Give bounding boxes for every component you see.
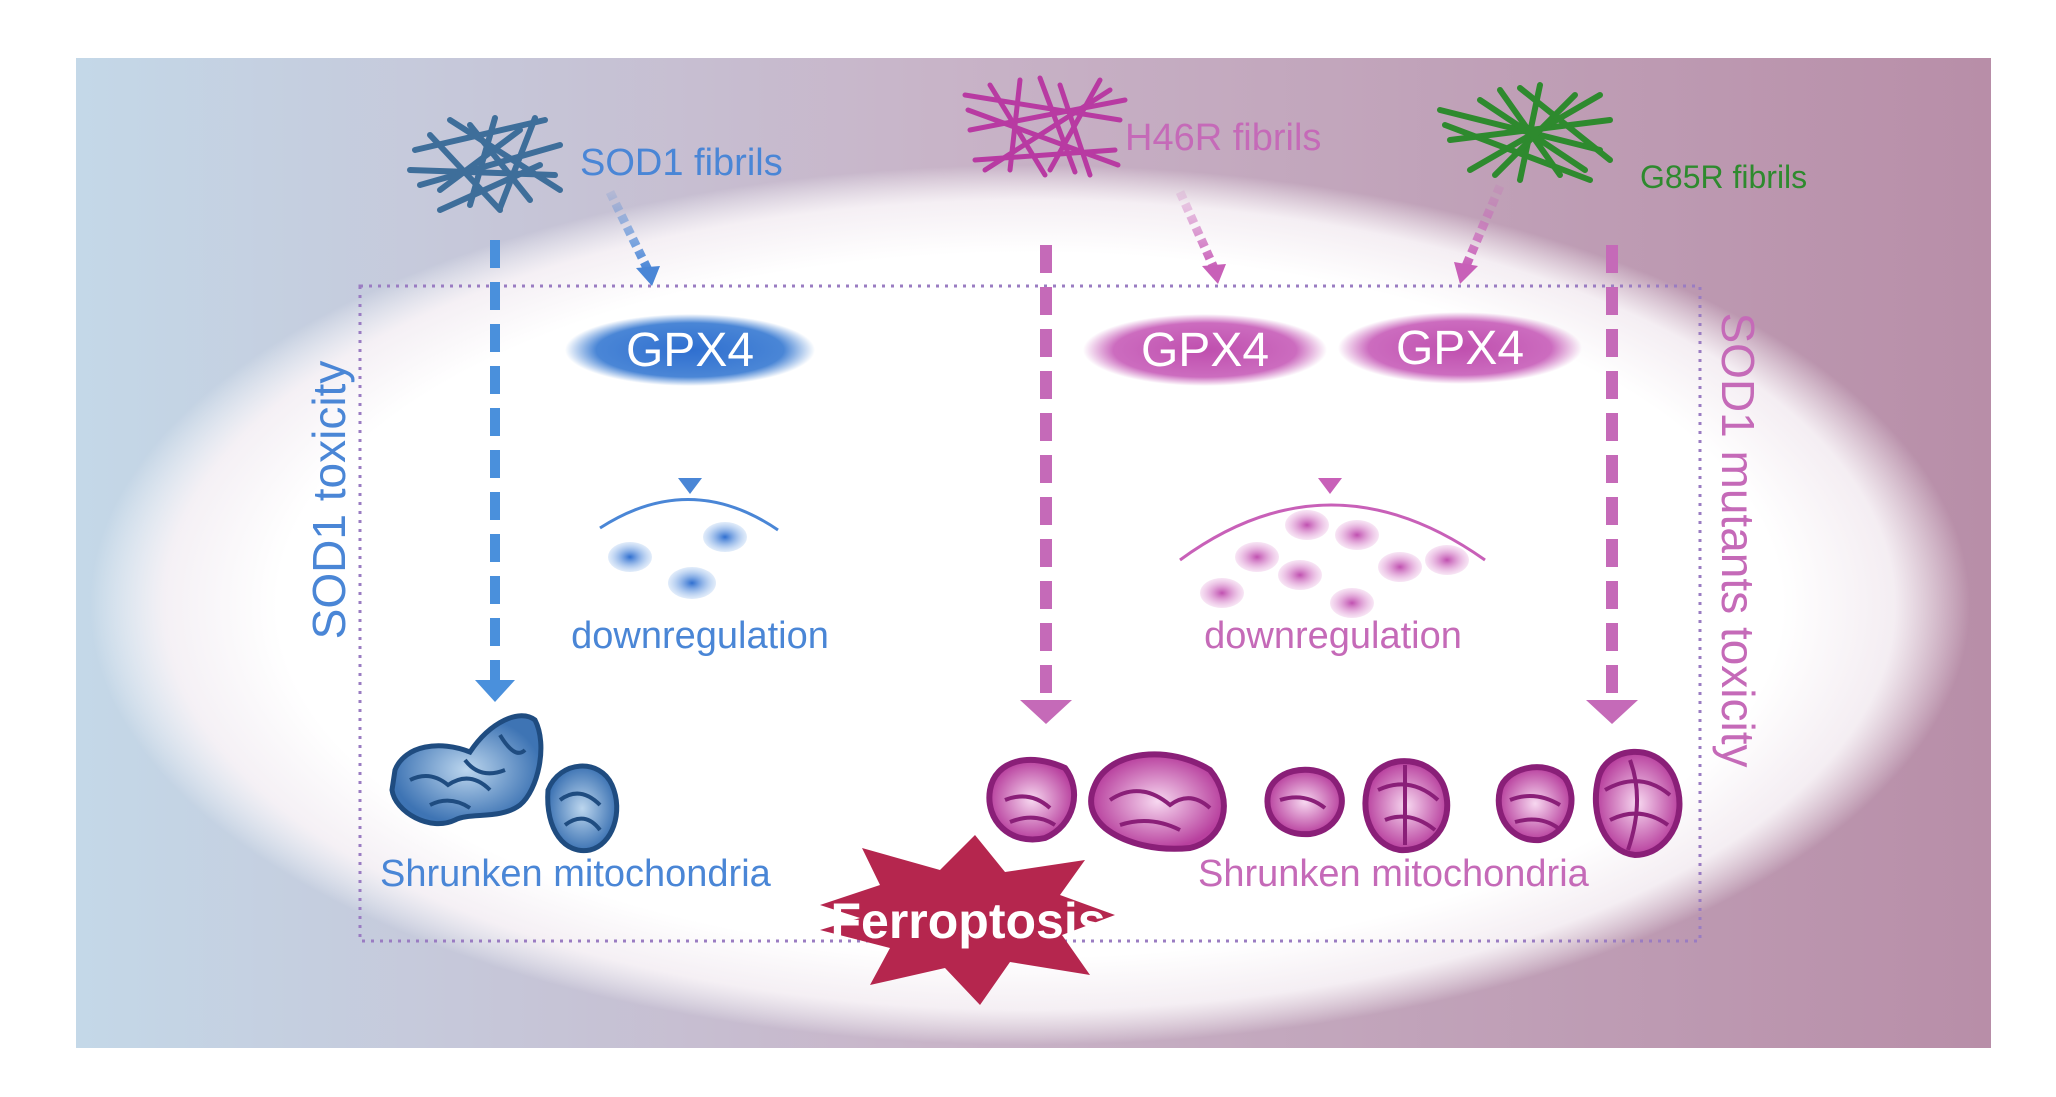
mitochondrion-cristae [1108, 789, 1212, 832]
mitochondria-right-label: Shrunken mitochondria [1198, 853, 1590, 895]
gpx4-right-label: GPX4 [1396, 322, 1524, 375]
protein-dot [1285, 510, 1329, 540]
protein-dot [1335, 520, 1379, 550]
h46r-fibrils-icon [962, 75, 1128, 178]
starburst-shape [820, 835, 1115, 1005]
sod1-mutants-toxicity-label: SOD1 mutants toxicity [1712, 312, 1764, 767]
mitochondrion-cristae [558, 791, 602, 832]
ferroptosis-label: Ferroptosis [830, 893, 1105, 949]
mitochondrion-cristae [1279, 795, 1327, 810]
sod1-toxicity-label: SOD1 toxicity [303, 361, 355, 640]
protein-dot [1278, 560, 1322, 590]
downregulation-right-group [1179, 503, 1486, 618]
protein-dot [1425, 545, 1469, 575]
protein-dot [668, 567, 716, 599]
mitochondria-pink-group [986, 748, 1683, 859]
mitochondrion-cristae [1604, 759, 1672, 851]
mitochondrion-cristae [1004, 794, 1057, 827]
sod1-fibrils-label: SOD1 fibrils [580, 142, 783, 184]
mitochondrion-cristae [1509, 794, 1562, 830]
protein-dot [1378, 552, 1422, 582]
mitochondrion-icon [545, 763, 620, 854]
arrow-g85r-to-gpx4 [1454, 184, 1505, 284]
protein-dot [703, 522, 747, 552]
gpx4-middle: GPX4 [1083, 314, 1327, 386]
h46r-fibrils-label: H46R fibrils [1125, 117, 1321, 159]
gpx4-middle-label: GPX4 [1141, 324, 1269, 377]
arrow-gpx4-to-downregulation-left [678, 420, 702, 494]
ferroptosis-burst: Ferroptosis [820, 835, 1115, 1005]
downregulation-right-label: downregulation [1204, 615, 1462, 657]
downregulation-left-arc [599, 498, 779, 532]
protein-dot [1235, 542, 1279, 572]
g85r-fibrils-label: G85R fibrils [1640, 159, 1807, 195]
protein-dot [1330, 588, 1374, 618]
downregulation-left-label: downregulation [571, 615, 829, 657]
mitochondrion-icon [1264, 766, 1345, 838]
gpx4-right: GPX4 [1338, 312, 1582, 384]
mitochondrion-cristae [1377, 765, 1440, 845]
arrow-g85r-to-mitochondria [1586, 245, 1638, 724]
arrow-sod1-to-gpx4 [605, 190, 660, 286]
gpx4-left-label: GPX4 [626, 324, 754, 377]
g85r-fibrils-icon [1437, 82, 1613, 183]
protein-dot [1200, 578, 1244, 608]
mitochondria-left-label: Shrunken mitochondria [380, 853, 772, 895]
mitochondria-blue-group [389, 713, 620, 854]
downregulation-left-group [599, 498, 779, 599]
arrow-h46r-to-mitochondria [1020, 245, 1072, 724]
arrow-sod1-to-mitochondria [475, 240, 515, 702]
downregulation-right-arc [1179, 503, 1486, 562]
protein-dot [608, 542, 652, 572]
arrow-gpx4-to-downregulation-right [1318, 406, 1342, 494]
mitochondrion-cristae [409, 733, 527, 810]
sod1-fibrils-icon [407, 115, 563, 213]
gpx4-left: GPX4 [565, 314, 815, 386]
arrow-h46r-to-gpx4 [1175, 190, 1226, 284]
